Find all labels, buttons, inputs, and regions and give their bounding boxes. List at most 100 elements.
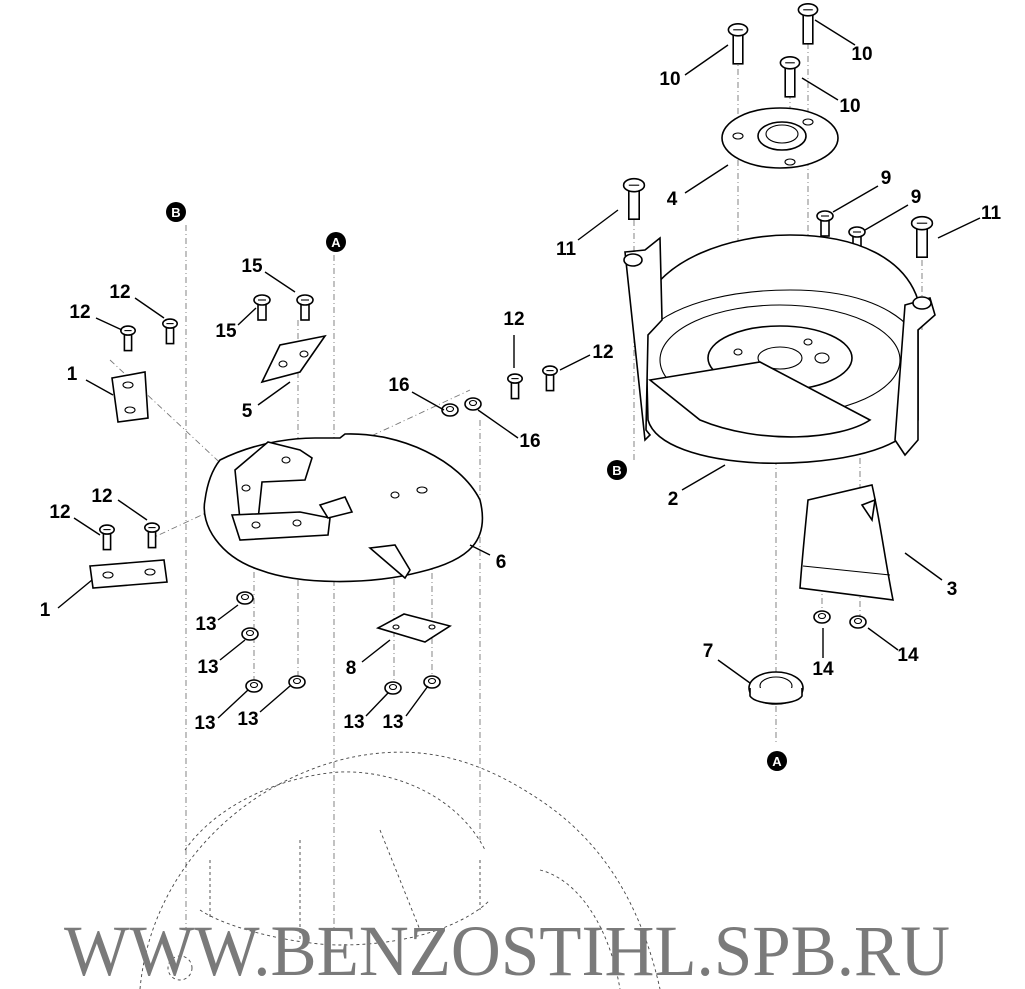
fan-housing-2: [623, 234, 936, 465]
leader-line: [57, 579, 93, 609]
callout-15: 15: [215, 321, 237, 342]
leader-line: [365, 692, 389, 717]
leader-line: [937, 217, 981, 239]
leader-line: [477, 409, 519, 439]
callout-10: 10: [851, 44, 872, 65]
screw: [779, 55, 801, 98]
callout-12: 12: [503, 309, 524, 330]
callout-11: 11: [556, 239, 577, 260]
engine-housing: [139, 751, 661, 989]
callout-13: 13: [382, 712, 403, 733]
callout-12: 12: [91, 486, 112, 507]
leader-line: [904, 552, 943, 581]
leader-line: [832, 185, 879, 213]
leader-line: [85, 379, 114, 396]
leader-line: [559, 354, 591, 371]
callout-3: 3: [947, 579, 958, 600]
leader-line: [411, 391, 445, 411]
leader-line: [684, 164, 729, 194]
watermark: WWW.BENZOSTIHL.SPB.RU: [64, 911, 950, 989]
screw: [253, 294, 271, 321]
leader-line: [264, 271, 296, 293]
callout-15: 15: [241, 256, 263, 277]
leader-line: [217, 689, 249, 719]
callout-13: 13: [237, 709, 258, 730]
callout-13: 13: [194, 713, 215, 734]
callout-1: 1: [67, 364, 78, 385]
leader-line: [134, 297, 165, 319]
leader-line: [814, 19, 856, 46]
callout-10: 10: [659, 69, 680, 90]
callout-14: 14: [897, 645, 919, 666]
screw: [296, 294, 314, 321]
deflector-3: [799, 484, 895, 601]
nut: [241, 627, 259, 641]
reference-marker-label: A: [331, 235, 341, 250]
ring-7: [748, 671, 804, 705]
screw: [99, 524, 116, 551]
nut: [441, 403, 459, 417]
callout-12: 12: [69, 302, 90, 323]
knife-5: [260, 334, 327, 384]
reference-marker-b: [166, 202, 186, 222]
screw: [727, 22, 749, 65]
callout-12: 12: [109, 282, 130, 303]
callout-1: 1: [40, 600, 51, 621]
callout-9: 9: [911, 187, 922, 208]
nut: [288, 675, 306, 689]
screw: [506, 373, 523, 400]
leader-line: [469, 544, 491, 556]
leader-line: [237, 307, 257, 326]
nut: [813, 610, 831, 624]
callout-13: 13: [197, 657, 218, 678]
plate-8: [375, 613, 452, 643]
leader-line: [681, 464, 726, 491]
leader-line: [95, 317, 123, 331]
callout-16: 16: [519, 431, 540, 452]
nut: [384, 681, 402, 695]
nut: [245, 679, 263, 693]
leader-line: [405, 685, 429, 717]
callout-11: 11: [981, 203, 1002, 224]
reference-marker-b: [607, 460, 627, 480]
screw: [797, 3, 819, 45]
reference-marker-a: [767, 751, 787, 771]
screw: [541, 365, 558, 392]
screw: [910, 215, 934, 258]
reference-marker-label: B: [612, 463, 621, 478]
deflector-plate-6: [203, 433, 484, 583]
plate-1-upper: [111, 371, 149, 423]
screws: [99, 3, 934, 551]
nut: [849, 615, 867, 629]
leader-line: [717, 659, 751, 684]
leader-line: [257, 381, 291, 406]
callout-9: 9: [881, 168, 892, 189]
callout-13: 13: [195, 614, 216, 635]
callout-6: 6: [496, 552, 507, 573]
callout-8: 8: [346, 658, 357, 679]
leader-line: [219, 639, 246, 661]
leader-line: [577, 209, 619, 241]
screw: [144, 522, 161, 549]
leader-line: [684, 44, 729, 76]
callout-13: 13: [343, 712, 364, 733]
callout-14: 14: [812, 659, 834, 680]
reference-marker-a: [326, 232, 346, 252]
callout-4: 4: [667, 189, 678, 210]
leader-line: [867, 627, 899, 651]
nut: [464, 397, 482, 411]
nuts: [236, 397, 867, 695]
screw: [120, 325, 137, 352]
leader-line: [73, 517, 101, 536]
plate-1-lower: [89, 559, 168, 589]
callout-16: 16: [388, 375, 409, 396]
callout-12: 12: [592, 342, 613, 363]
screw: [162, 318, 179, 345]
leader-line: [117, 499, 148, 521]
callout-10: 10: [839, 96, 860, 117]
callout-5: 5: [242, 401, 253, 422]
leader-line: [864, 204, 909, 231]
callout-2: 2: [668, 489, 679, 510]
